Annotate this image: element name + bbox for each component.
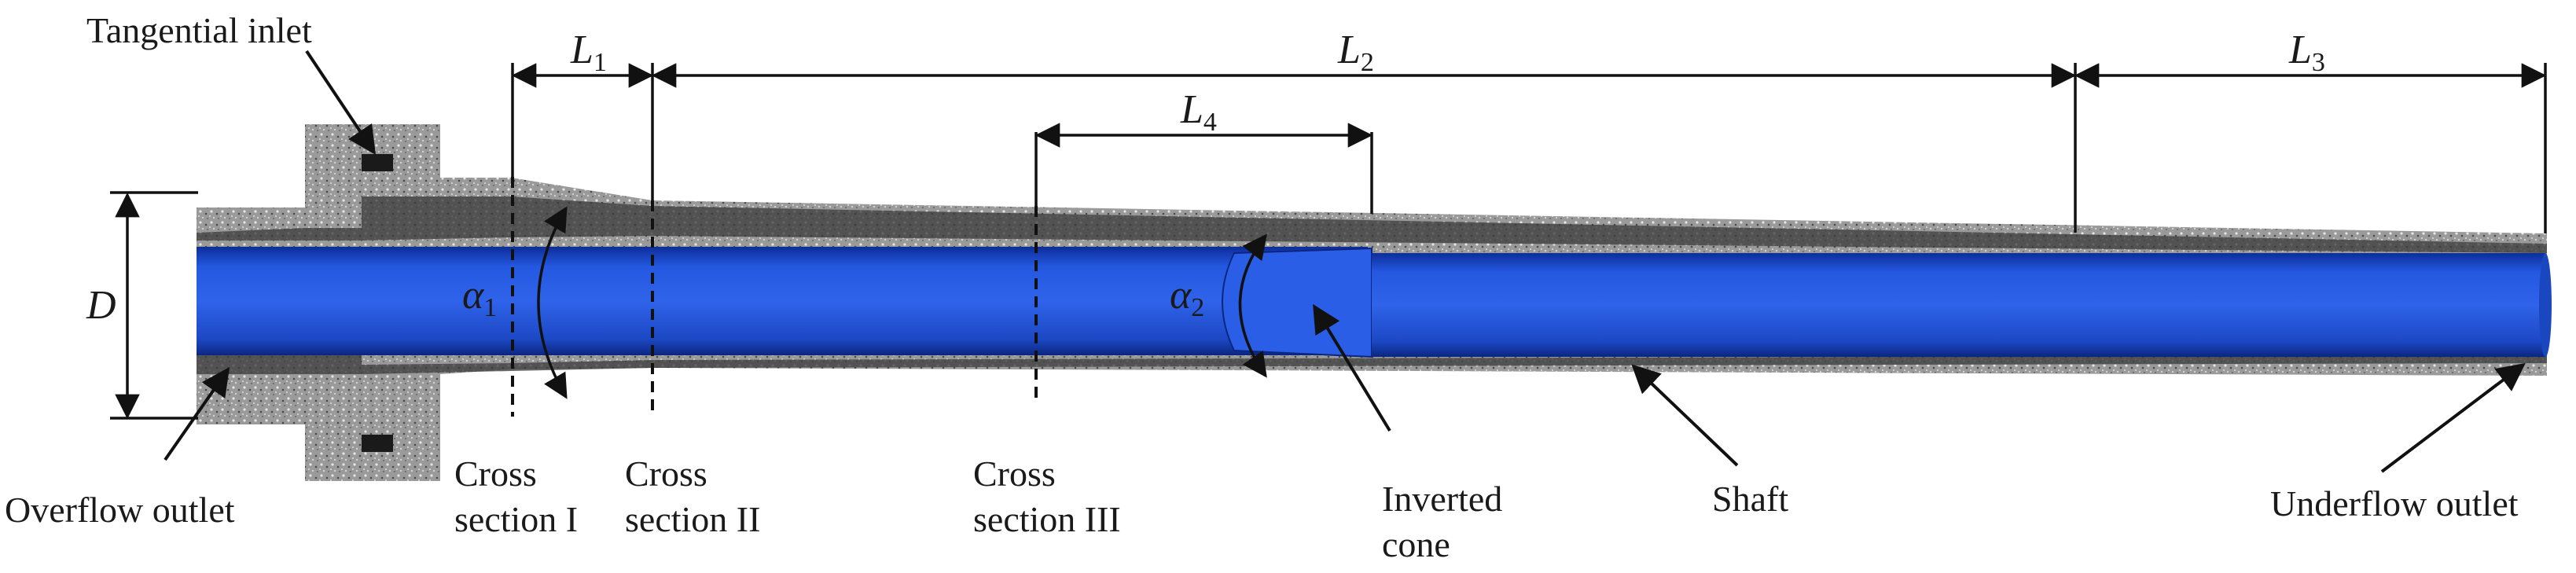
- label-underflow-outlet: Underflow outlet: [2270, 483, 2519, 523]
- label-alpha2: α2: [1170, 273, 1204, 322]
- angle-alpha2-arc: [1238, 233, 1267, 378]
- label-cross-section-1: Cross section I: [454, 454, 578, 539]
- label-inverted-cone: Inverted cone: [1382, 479, 1512, 564]
- leader-underflow-outlet: [2380, 362, 2526, 473]
- label-alpha1: α1: [462, 273, 497, 322]
- label-D: D: [86, 283, 116, 328]
- core-left: [197, 247, 1368, 355]
- inverted-cone-shape: [1222, 247, 1373, 358]
- label-shaft: Shaft: [1712, 479, 1788, 519]
- inner-wall-shade-top: [197, 197, 2547, 253]
- angle-alpha1-arc: [537, 206, 568, 399]
- leader-tangential-inlet: [305, 50, 376, 155]
- label-tangential-inlet: Tangential inlet: [86, 10, 312, 50]
- label-L2: L2: [1337, 28, 1374, 77]
- blue-core: [197, 247, 2552, 358]
- leader-overflow-outlet: [164, 367, 230, 461]
- leader-inverted-cone: [1313, 303, 1391, 432]
- label-overflow-outlet: Overflow outlet: [5, 490, 235, 530]
- inner-wall-shade-bottom: [197, 355, 2547, 374]
- leader-lines: [164, 50, 2526, 473]
- cross-section-lines: [511, 177, 1038, 417]
- label-L3: L3: [2288, 28, 2325, 77]
- label-cross-section-3: Cross section III: [973, 454, 1121, 539]
- inlet-port-bottom: [362, 435, 393, 452]
- label-L4: L4: [1180, 87, 1217, 137]
- core-end-cap: [2539, 253, 2552, 357]
- leader-shaft: [1631, 364, 1739, 467]
- dimension-lines: [110, 63, 2547, 420]
- label-cross-section-2: Cross section II: [625, 454, 760, 539]
- label-L1: L1: [570, 28, 607, 77]
- core-right: [1372, 253, 2545, 357]
- inlet-port-top: [362, 154, 393, 171]
